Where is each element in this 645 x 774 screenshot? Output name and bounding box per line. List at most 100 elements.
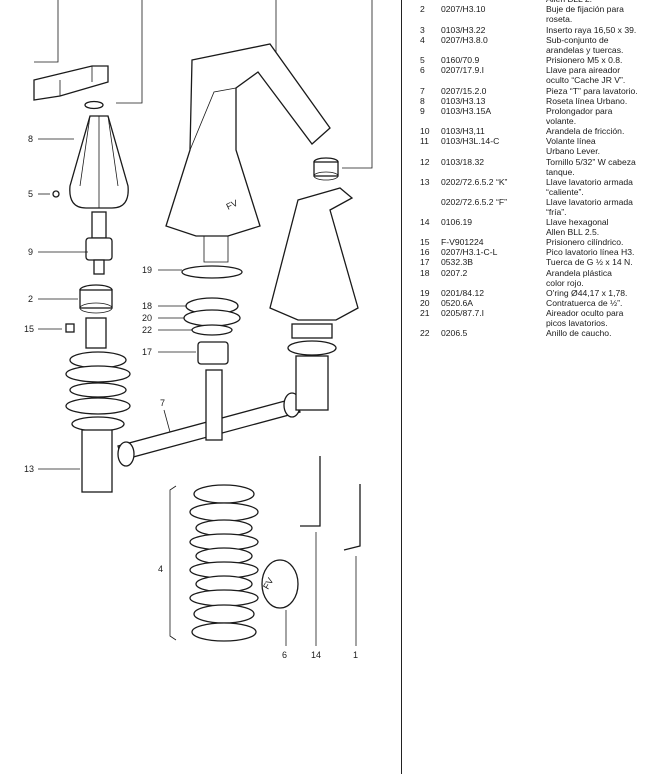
right-handle-valve [269, 187, 359, 411]
valve-body [65, 317, 131, 493]
o-ring [181, 265, 243, 279]
part-number: 15 [420, 237, 430, 247]
allen-key-2 [343, 484, 361, 551]
part-description: O'ring Ø44,17 x 1,78. [546, 288, 628, 298]
part-code: 0103/H3.22 [441, 25, 486, 35]
part-description: Prisionero cilíndrico. [546, 237, 624, 247]
svg-text:FV: FV [261, 576, 275, 591]
lever-handle [33, 65, 109, 101]
part-number: 18 [420, 268, 430, 278]
part-code: 0207/H3.8.0 [441, 35, 488, 45]
part-number: 22 [420, 328, 430, 338]
part-description: Roseta línea Urbano. [546, 96, 628, 106]
callout-label: 20 [142, 313, 152, 323]
callout-label: 4 [158, 564, 163, 574]
part-number: 17 [420, 257, 430, 267]
friction-washer [84, 100, 104, 110]
t-piece [117, 369, 301, 467]
leader-line [34, 0, 59, 63]
part-code: 0103/H3L.14-C [441, 136, 500, 146]
fixing-bushing [79, 284, 113, 314]
part-description: Llave hexagonal Allen BLL 2.5. [546, 217, 609, 238]
callout-label: 2 [28, 294, 33, 304]
part-code: 0206.5 [441, 328, 468, 338]
callout-label: 19 [142, 265, 152, 275]
part-number: 11 [420, 136, 429, 146]
valve-stem-extension [85, 211, 113, 275]
part-number: 4 [420, 35, 425, 45]
part-description: Volante línea Urbano Lever. [546, 136, 600, 157]
part-code: 0103/H3.15A [441, 106, 492, 116]
part-code: F-V901224 [441, 237, 484, 247]
part-number: 3 [420, 25, 425, 35]
part-number: 16 [420, 247, 430, 257]
callout-label: 8 [28, 134, 33, 144]
nut-washer-subassembly [189, 484, 259, 642]
callout-label: 15 [24, 324, 34, 334]
column-divider [401, 0, 402, 774]
part-description: Pieza “T” para lavatorio. [546, 86, 638, 96]
part-number: 20 [420, 298, 430, 308]
part-code: 0207/H3.1-C-L [441, 247, 498, 257]
part-description: Arandela de fricción. [546, 126, 625, 136]
part-code: 0103/H3,11 [441, 126, 485, 136]
callout-label: 14 [311, 650, 321, 660]
part-number: 9 [420, 106, 425, 116]
leader-line [116, 0, 143, 104]
part-description: Buje de fijación para roseta. [546, 4, 624, 25]
part-description: Sub-conjunto de arandelas y tuercas. [546, 35, 624, 56]
part-description: Inserto raya 16,50 x 39. [546, 25, 637, 35]
bracket [169, 485, 177, 641]
part-description: Anillo de caucho. [546, 328, 612, 338]
part-number: 5 [420, 55, 425, 65]
part-number: 7 [420, 86, 425, 96]
callout-label: 13 [24, 464, 34, 474]
part-code: 0532.3B [441, 257, 474, 267]
part-code: 0207/15.2.0 [441, 86, 487, 96]
callout-label: 7 [160, 398, 165, 408]
set-screw [52, 190, 60, 198]
part-code: 0202/72.6.5.2 “F” [441, 197, 507, 207]
part-code: 0520.6A [441, 298, 474, 308]
part-code: 0201/84.12 [441, 288, 485, 298]
part-description: Tuerca de G ½ x 14 N. [546, 257, 633, 267]
part-code: 0202/72.6.5.2 “K” [441, 177, 508, 187]
part-description: Prisionero M5 x 0.8. [546, 55, 623, 65]
callout-label: 22 [142, 325, 152, 335]
callout-label: 9 [28, 247, 33, 257]
part-description: Llave para aireador oculto “Cache JR V”. [546, 65, 626, 86]
callout-label: 18 [142, 301, 152, 311]
part-description: Contratuerca de ½”. [546, 298, 623, 308]
part-code: 0207.2 [441, 268, 468, 278]
part-code: 0207/17.9.I [441, 65, 485, 75]
aerator-key: FV [261, 559, 299, 609]
part-number: 19 [420, 288, 430, 298]
part-description: Pico lavatorio línea H3. [546, 247, 635, 257]
callout-label: 5 [28, 189, 33, 199]
part-code: 0160/70.9 [441, 55, 480, 65]
part-number: 2 [420, 4, 425, 14]
brand-mark: FV [225, 198, 240, 212]
part-code: 0103/18.32 [441, 157, 485, 167]
part-number: 13 [420, 177, 430, 187]
leader-line [342, 0, 373, 169]
part-description: Llave lavatorio armada “fría”. [546, 197, 633, 218]
exploded-view-diagram: FV FV [24, 0, 373, 660]
part-number: 6 [420, 65, 425, 75]
part-description: Tornillo 5/32” W cabeza tanque. [546, 157, 636, 178]
part-description: Aireador oculto para picos lavatorios. [546, 308, 624, 329]
mounting-nut-stack [183, 297, 241, 365]
spout: FV [165, 43, 331, 263]
part-number: 14 [420, 217, 430, 227]
cylindrical-set-screw [65, 323, 75, 333]
part-number: 8 [420, 96, 425, 106]
part-number: 12 [420, 157, 430, 167]
part-description: Arandela plástica color rojo. [546, 268, 612, 289]
part-description: Allen BLL 2. [546, 0, 642, 4]
callout-label: 6 [282, 650, 287, 660]
part-code: 0103/H3.13 [441, 96, 486, 106]
part-code: 0207/H3.10 [441, 4, 486, 14]
hidden-aerator [313, 157, 339, 181]
part-description: Llave lavatorio armada “caliente”. [546, 177, 633, 198]
part-code: 0205/87.7.I [441, 308, 485, 318]
